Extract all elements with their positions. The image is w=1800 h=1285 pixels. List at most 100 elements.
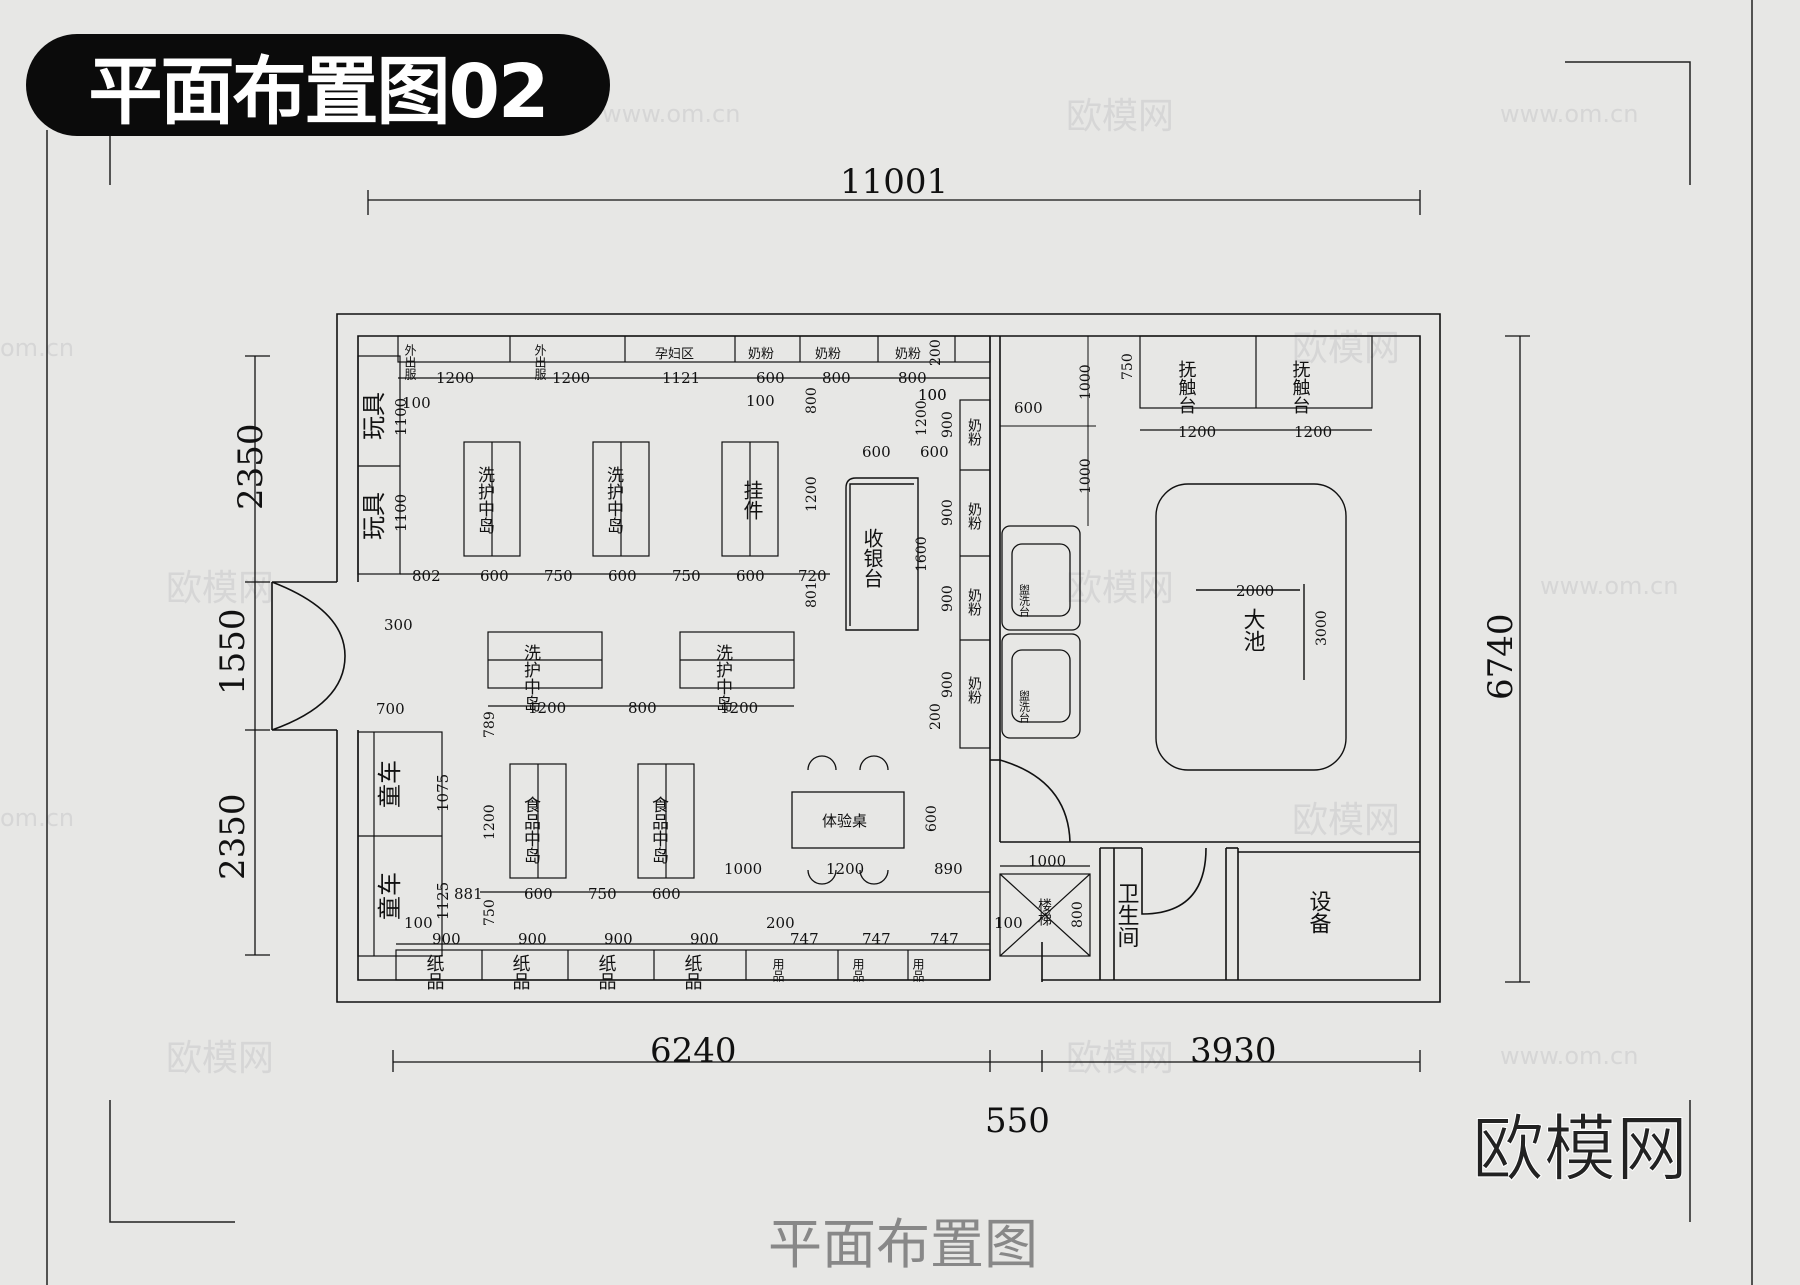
dim-door-offset: 300 (384, 616, 413, 634)
touch-tables (1139, 335, 1373, 431)
supplies-label: 用品 (771, 958, 785, 982)
dim-bottom-right: 3930 (1190, 1031, 1277, 1071)
brand-logo: 欧模网 (1471, 1107, 1689, 1192)
dim-mid-2: 800 (628, 699, 657, 717)
watermark: www.om.cn (1500, 1042, 1638, 1070)
dim-overall-height: 6740 (1481, 613, 1521, 700)
watermark-layer: 欧模网 www.om.cn www.om.cn 欧模网 欧模网 www.om.c… (0, 96, 1678, 1079)
watermark: om.cn (0, 804, 74, 832)
island-label-care: 洗护中岛 (474, 466, 495, 535)
dim-food-750: 750 (588, 885, 617, 903)
toy-label: 玩具 (360, 492, 388, 540)
shelf-label-maternity: 孕妇区 (655, 346, 694, 362)
dim-cashier-4: 1600 (914, 536, 930, 572)
dim-bottom-3: 900 (604, 930, 633, 948)
dim-bottom-10: 100 (994, 914, 1023, 932)
dim-col-1: 600 (1014, 399, 1043, 417)
dim-stroller-1: 1075 (434, 774, 452, 812)
shelf-label-milk: 奶粉 (815, 347, 841, 362)
dim-stroller-2: 1125 (434, 882, 452, 920)
equipment-label: 设备 (1306, 890, 1332, 934)
supplies-label: 用品 (851, 958, 865, 982)
dim-left-top: 2350 (231, 423, 271, 510)
paper-label: 纸品 (596, 954, 617, 990)
dim-mid-4: 789 (482, 711, 498, 738)
dim-stair-2: 800 (1070, 901, 1086, 928)
dim-bottom-gap: 550 (985, 1101, 1050, 1141)
shelf-label-milk: 奶粉 (895, 347, 921, 362)
dim-bottom-5: 750 (482, 899, 498, 926)
dim-milk-2: 900 (940, 499, 956, 526)
stair-box (999, 865, 1091, 957)
dim-mid-3: 1200 (720, 699, 758, 717)
dim-food-600b: 600 (652, 885, 681, 903)
watermark: 欧模网 (1292, 800, 1400, 841)
dim-top-6: 800 (898, 369, 927, 387)
dim-milk-5: 200 (928, 703, 944, 730)
milk-label: 奶粉 (966, 418, 982, 447)
left-wall-fixtures (357, 355, 443, 957)
dim-toy-1: 1100 (392, 398, 410, 436)
stair-label: 楼梯 (1036, 898, 1052, 927)
pool-label: 大池 (1240, 608, 1266, 652)
wc-label: 卫生间 (1114, 882, 1139, 948)
dim-top-2: 1200 (552, 369, 590, 387)
dim-food-600a: 600 (524, 885, 553, 903)
dim-cashier-3: 1200 (914, 400, 930, 436)
watermark: 欧模网 (1292, 328, 1400, 369)
dim-exp-3: 890 (934, 860, 963, 878)
dim-top-4: 600 (756, 369, 785, 387)
watermark: www.om.cn (1500, 100, 1638, 128)
dim-touch-2: 1200 (1178, 423, 1216, 441)
watermark: 欧模网 (166, 1038, 274, 1079)
dim-bottom-left: 6240 (650, 1031, 737, 1071)
upper-islands (400, 441, 830, 575)
dim-island-600c: 600 (736, 567, 765, 585)
dim-pool-2: 3000 (1314, 610, 1330, 646)
stroller-label: 童车 (376, 760, 404, 808)
touch-table-label: 抚触台 (1290, 360, 1311, 414)
watermark: 欧模网 (1066, 1038, 1174, 1079)
dim-cashier-2: 600 (920, 443, 949, 461)
cashier-counter (845, 477, 919, 631)
milk-label: 奶粉 (966, 502, 982, 531)
dim-bottom-6: 200 (766, 914, 795, 932)
sink-label: 盥洗台 (1018, 690, 1031, 723)
dim-bottom-9: 747 (930, 930, 959, 948)
milk-label: 奶粉 (966, 676, 982, 705)
watermark: 欧模网 (1066, 568, 1174, 609)
cashier-label: 收银台 (860, 528, 884, 588)
dim-pool-1: 2000 (1236, 582, 1274, 600)
shelf-label-outerwear: 外出服 (533, 344, 547, 381)
touch-table-label: 抚触台 (1176, 360, 1197, 414)
dim-touch-1: 750 (1120, 353, 1136, 380)
dim-bottom-1: 900 (432, 930, 461, 948)
dim-stair-1: 1000 (1028, 852, 1066, 870)
dim-top-7: 200 (928, 339, 944, 366)
dim-mid-1: 1200 (528, 699, 566, 717)
island-label-food: 食品中岛 (520, 796, 541, 865)
dim-island-800: 800 (804, 387, 820, 414)
washbasins (1001, 525, 1081, 739)
pool (1155, 483, 1347, 771)
dim-stroller-depth: 700 (376, 700, 405, 718)
island-label-care: 洗护中岛 (712, 644, 733, 713)
dim-col-2: 1000 (1078, 364, 1094, 400)
dim-island-600b: 600 (608, 567, 637, 585)
paper-label: 纸品 (424, 954, 445, 990)
paper-label: 纸品 (682, 954, 703, 990)
dim-corner: 100 (404, 914, 433, 932)
drawing-caption: 平面布置图 (768, 1213, 1038, 1276)
watermark: 欧模网 (166, 568, 274, 609)
island-label-care: 洗护中岛 (603, 466, 624, 535)
toy-label: 玩具 (360, 392, 388, 440)
dim-island-802: 802 (412, 567, 441, 585)
milk-label: 奶粉 (966, 588, 982, 617)
dim-cashier-5: 100 (918, 386, 947, 404)
dim-bottom-7: 747 (790, 930, 819, 948)
dim-food-1200: 1200 (482, 804, 498, 840)
watermark: om.cn (0, 334, 74, 362)
title-badge: 平面布置图02 (26, 34, 610, 136)
dim-top-1: 1200 (436, 369, 474, 387)
